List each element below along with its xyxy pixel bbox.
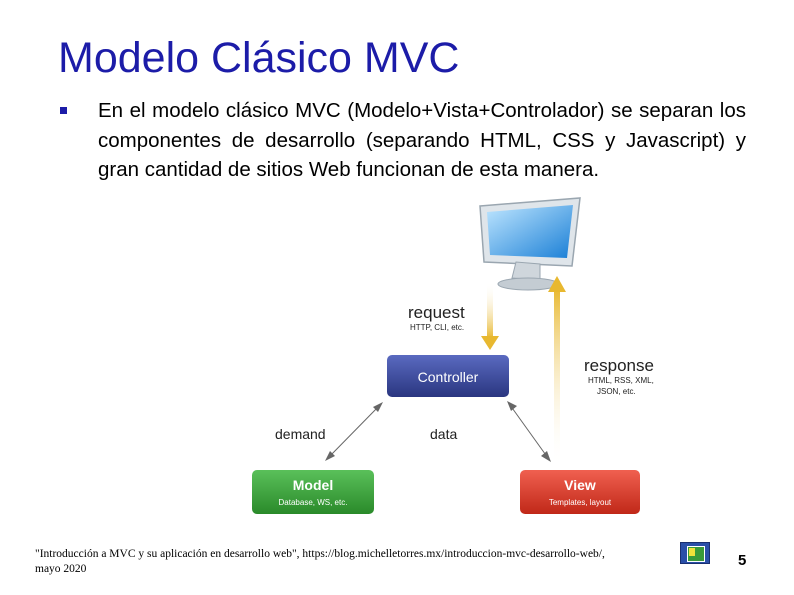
response-sub-label-1: HTML, RSS, XML, [588, 376, 654, 385]
demand-label: demand [275, 426, 326, 442]
view-box: View Templates, layout [520, 470, 640, 514]
controller-box: Controller [387, 355, 509, 397]
nav-glyph-icon [689, 548, 695, 556]
request-sub-label: HTTP, CLI, etc. [410, 323, 464, 332]
response-sub-label-2: JSON, etc. [597, 387, 636, 396]
data-arrows [507, 401, 551, 462]
slide-nav-button[interactable] [680, 542, 710, 564]
data-label: data [430, 426, 457, 442]
demand-arrows [325, 402, 383, 461]
response-label: response [584, 356, 654, 375]
monitor-icon [480, 198, 580, 290]
footnote: "Introducción a MVC y su aplicación en d… [35, 547, 625, 577]
view-sub-label: Templates, layout [549, 498, 612, 507]
page-number: 5 [738, 552, 746, 569]
model-label: Model [293, 477, 333, 493]
model-box: Model Database, WS, etc. [252, 470, 374, 514]
request-label: request [408, 303, 465, 322]
response-arrow [548, 276, 566, 468]
model-sub-label: Database, WS, etc. [279, 498, 348, 507]
request-arrow [481, 282, 499, 350]
view-label: View [564, 477, 596, 493]
controller-label: Controller [418, 369, 479, 385]
